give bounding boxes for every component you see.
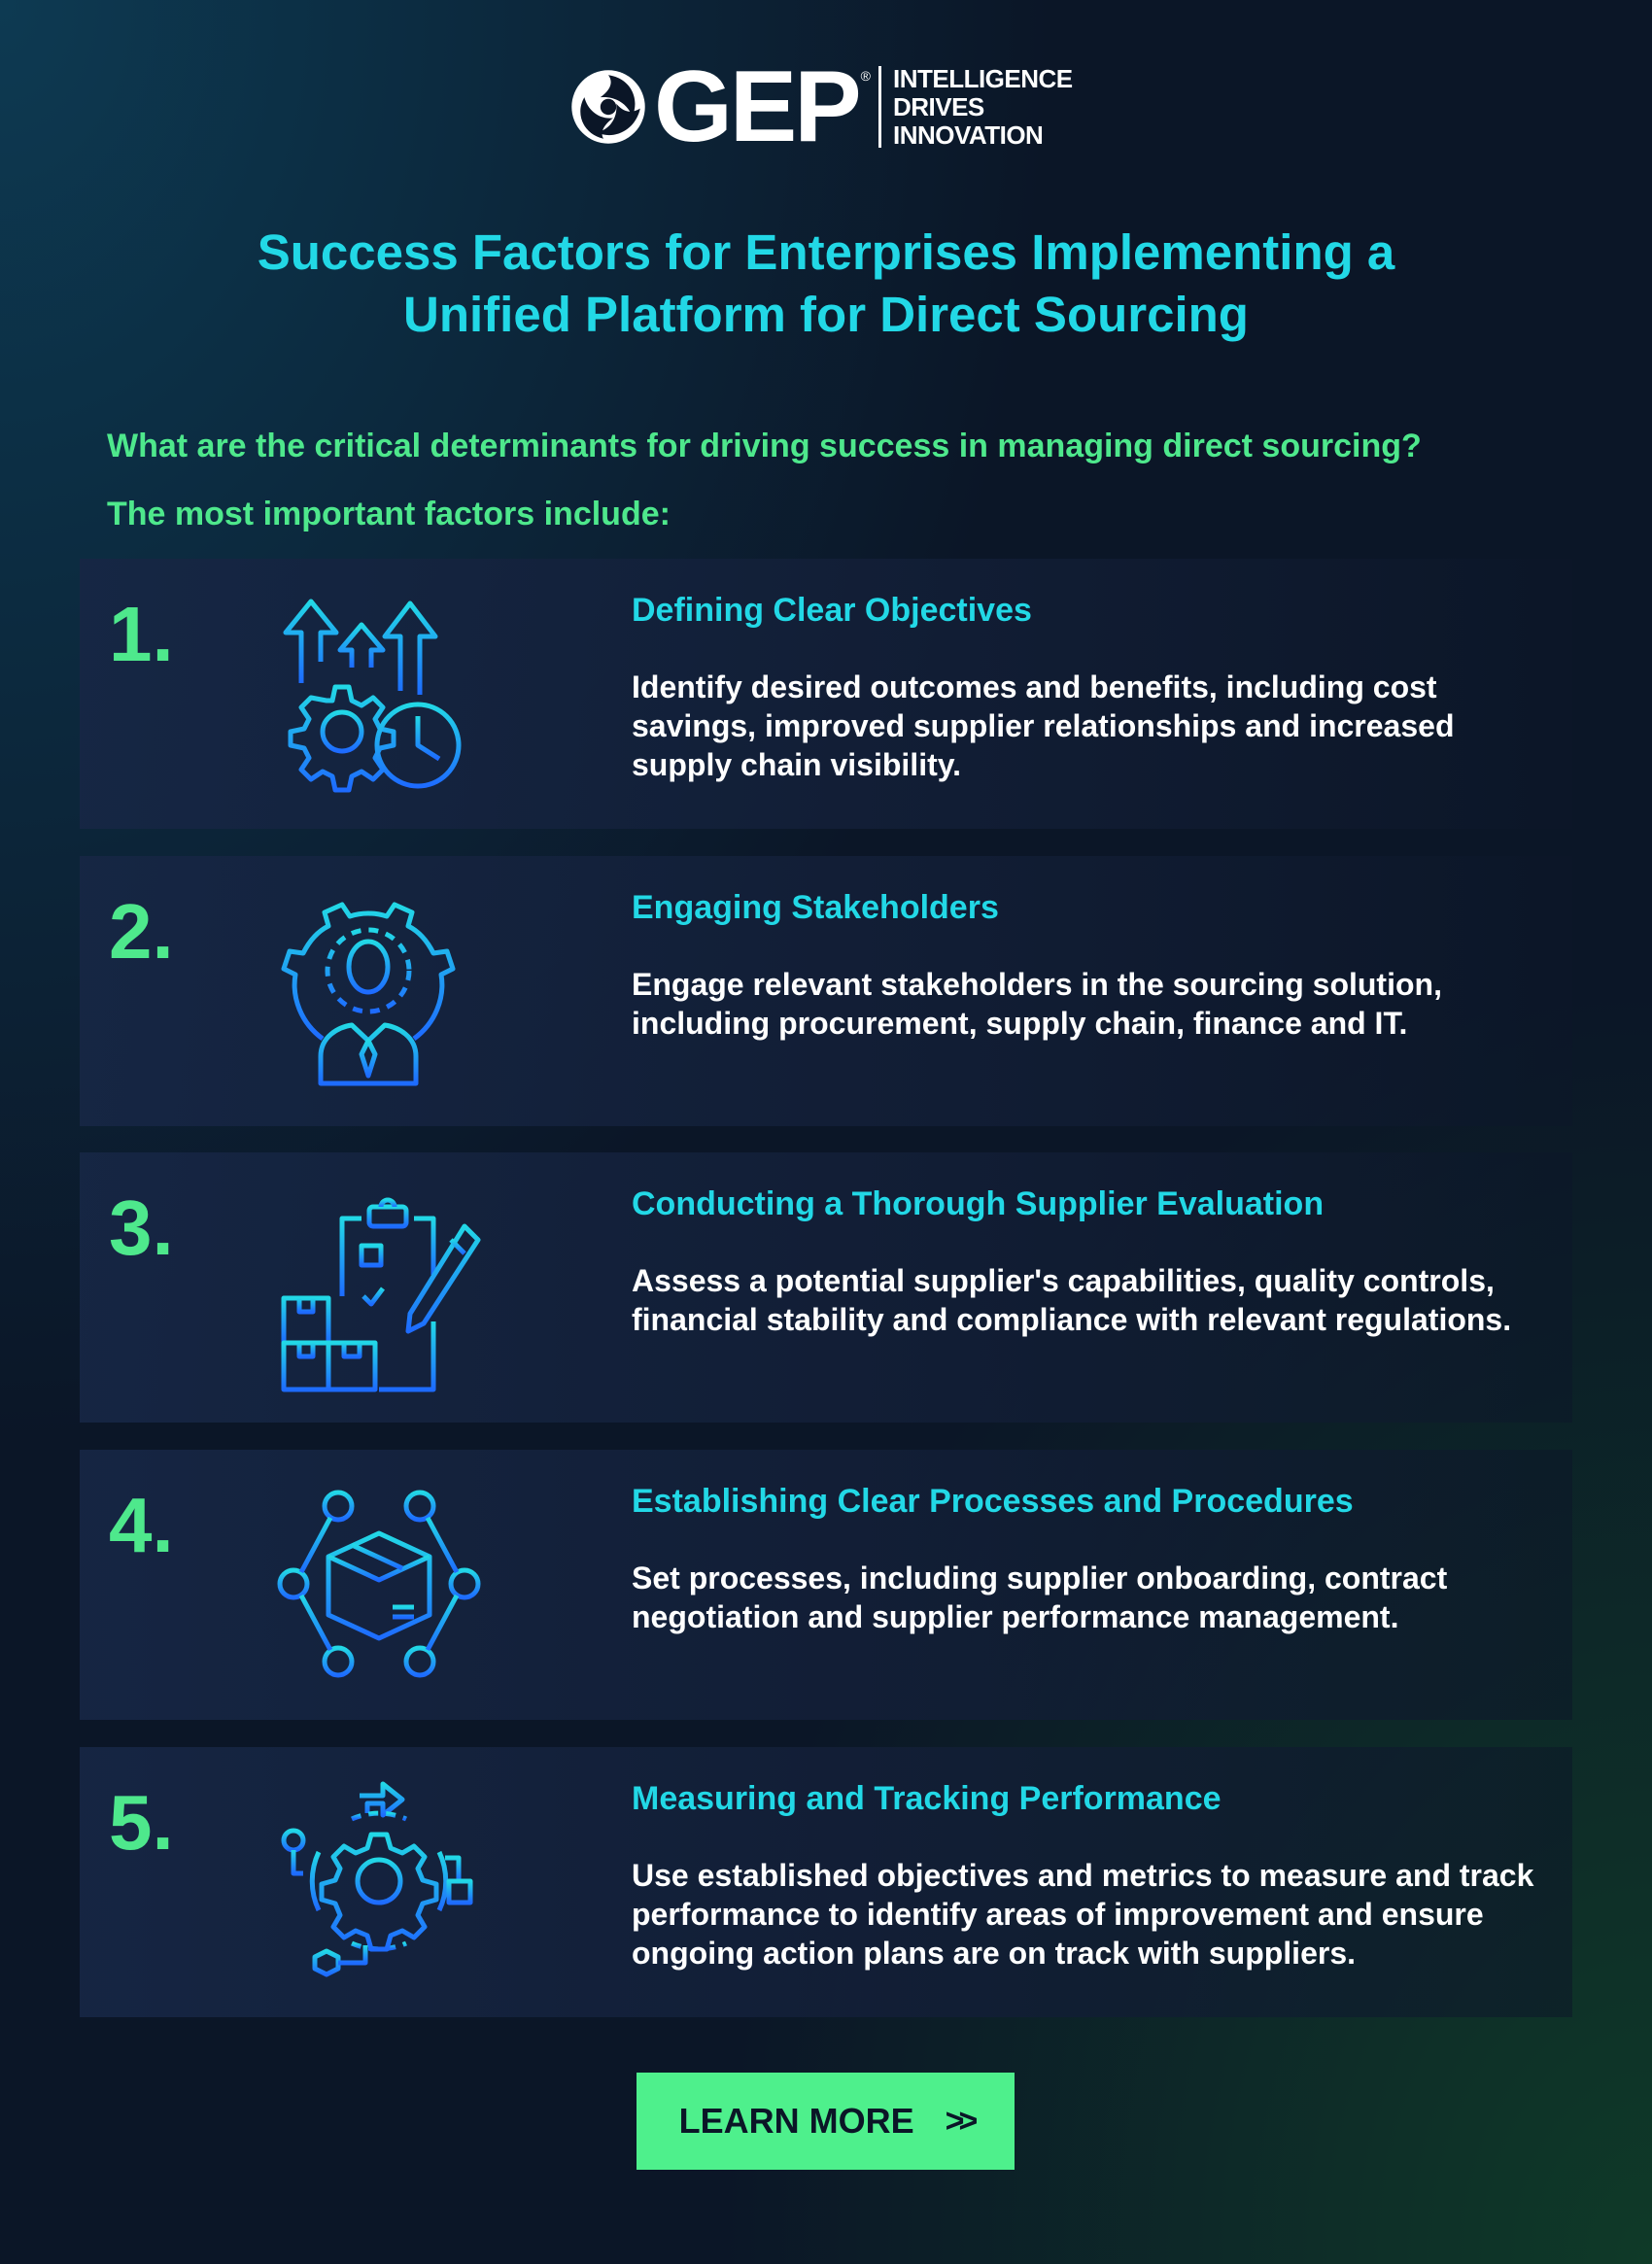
- factor-description: Set processes, including supplier onboar…: [632, 1561, 1448, 1634]
- gep-logo[interactable]: GEP ® INTELLIGENCE DRIVES INNOVATION: [568, 51, 1073, 163]
- factor-title: Engaging Stakeholders: [632, 889, 999, 926]
- factor-number: 4.: [109, 1482, 174, 1568]
- learn-more-label: LEARN MORE: [678, 2101, 914, 2141]
- factor-title: Defining Clear Objectives: [632, 592, 1032, 629]
- intro-lead: The most important factors include:: [107, 496, 671, 532]
- logo-tagline: INTELLIGENCE DRIVES INNOVATION: [892, 63, 1073, 150]
- process-network-box-icon: [277, 1490, 481, 1678]
- double-chevron-right-icon: >>: [945, 2102, 979, 2140]
- supplier-checklist-icon: [281, 1197, 481, 1392]
- logo-divider: [878, 66, 881, 148]
- factor-number: 5.: [109, 1779, 174, 1866]
- intro-question: What are the critical determinants for d…: [107, 428, 1422, 464]
- factor-title: Measuring and Tracking Performance: [632, 1780, 1222, 1817]
- factor-description: Use established objectives and metrics t…: [632, 1858, 1534, 1971]
- factor-card-4: 4. Establishing Clear Processes and Proc…: [80, 1450, 1572, 1720]
- factor-description: Identify desired outcomes and benefits, …: [632, 669, 1455, 782]
- factor-description: Engage relevant stakeholders in the sour…: [632, 967, 1442, 1041]
- title-line: Success Factors for Enterprises Implemen…: [257, 224, 1395, 280]
- tagline-line: INNOVATION: [892, 120, 1044, 150]
- page-title: Success Factors for Enterprises Implemen…: [0, 222, 1652, 346]
- growth-gear-clock-icon: [283, 599, 462, 793]
- stakeholder-gear-icon: [281, 902, 456, 1086]
- factor-number: 1.: [109, 591, 174, 677]
- factor-title: Establishing Clear Processes and Procedu…: [632, 1483, 1354, 1520]
- tagline-line: INTELLIGENCE: [892, 63, 1073, 93]
- learn-more-button[interactable]: LEARN MORE >>: [637, 2073, 1015, 2170]
- factor-number: 3.: [109, 1184, 174, 1271]
- tagline-line: DRIVES: [892, 91, 984, 121]
- gep-swirl-icon: [571, 70, 645, 144]
- header: GEP ® INTELLIGENCE DRIVES INNOVATION: [0, 51, 1652, 163]
- factor-card-3: 3. Conducting a Thorough Supplier Evalua…: [80, 1152, 1572, 1423]
- logo-wordmark: GEP: [654, 51, 862, 163]
- title-line: Unified Platform for Direct Sourcing: [403, 287, 1249, 342]
- factor-title: Conducting a Thorough Supplier Evaluatio…: [632, 1185, 1325, 1222]
- factor-card-1: 1. Defining Clear Objectives Identify de…: [80, 559, 1572, 829]
- factor-card-2: 2. Engaging Stakeholders Engage relevant…: [80, 856, 1572, 1126]
- registered-mark: ®: [860, 68, 871, 84]
- factor-description: Assess a potential supplier's capabiliti…: [632, 1263, 1512, 1337]
- factor-card-5: 5. Measuring and Tracking Performance Us…: [80, 1747, 1572, 2017]
- factor-number: 2.: [109, 888, 174, 975]
- performance-gear-flow-icon: [281, 1781, 473, 1977]
